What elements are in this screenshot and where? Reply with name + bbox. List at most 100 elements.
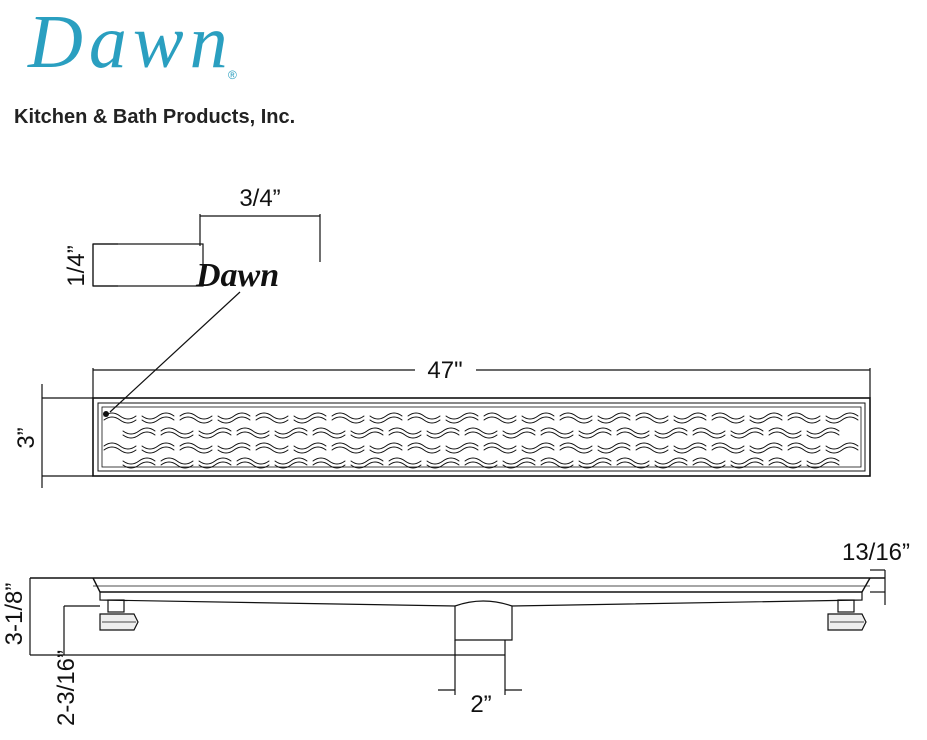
wave-slot-edge [616, 461, 650, 469]
wave-slot [198, 457, 232, 465]
wave-slot [635, 442, 669, 450]
wave-slot-edge [407, 446, 441, 454]
wave-slot-edge [407, 416, 441, 424]
wave-slot-edge [654, 461, 688, 469]
wave-slot-edge [768, 431, 802, 439]
wave-slot-edge [483, 416, 517, 424]
wave-slot-edge [350, 461, 384, 469]
wave-slot-edge [255, 416, 289, 424]
grate-inner-frame [97, 402, 866, 472]
wave-slot [521, 442, 555, 450]
brand-logo: Dawn ® [14, 0, 274, 100]
wave-slot-edge [540, 461, 574, 469]
wave-slot [331, 412, 365, 420]
wave-slot-edge [692, 461, 726, 469]
wave-slot-edge [293, 446, 327, 454]
wave-slot-edge [122, 431, 156, 439]
wave-slot-edge [274, 461, 308, 469]
wave-slot-edge [673, 446, 707, 454]
width-label: 3” [13, 427, 40, 448]
wave-slot [122, 457, 156, 465]
right-foot-bolt [837, 599, 855, 613]
company-name: Kitchen & Bath Products, Inc. [14, 106, 296, 128]
wave-slot [274, 457, 308, 465]
wave-slot [540, 427, 574, 435]
wave-slot-edge [692, 431, 726, 439]
wave-slot-edge [711, 446, 745, 454]
wave-slot-edge [673, 416, 707, 424]
wave-slot [445, 442, 479, 450]
wave-slot [160, 427, 194, 435]
top-view [41, 368, 871, 488]
wave-slot-edge [274, 431, 308, 439]
wave-slot [540, 457, 574, 465]
wave-slot [293, 442, 327, 450]
wave-slot-edge [749, 416, 783, 424]
wave-slot [711, 412, 745, 420]
wave-slot [483, 412, 517, 420]
wave-slot-edge [103, 416, 137, 424]
wave-slot-edge [312, 461, 346, 469]
wave-slot [141, 442, 175, 450]
wave-slot [521, 412, 555, 420]
wave-slot [483, 442, 517, 450]
wave-slot-edge [312, 431, 346, 439]
wave-slot [730, 457, 764, 465]
wave-slot [407, 412, 441, 420]
wave-slot [673, 442, 707, 450]
wave-slot [236, 427, 270, 435]
wave-slot [464, 427, 498, 435]
plate-logo-text: Dawn [195, 257, 279, 294]
wave-slot [749, 442, 783, 450]
wave-slot [673, 412, 707, 420]
wave-slot-edge [768, 461, 802, 469]
wave-slot-edge [483, 446, 517, 454]
wave-slot [179, 412, 213, 420]
leader-line [109, 291, 241, 413]
side-flange [92, 577, 871, 593]
wave-slot [806, 427, 840, 435]
wave-slot [141, 412, 175, 420]
wave-slot [597, 442, 631, 450]
wave-slot-edge [711, 416, 745, 424]
wave-slot [502, 427, 536, 435]
wave-slot-edge [388, 461, 422, 469]
wave-slot [654, 457, 688, 465]
wave-slot-edge [730, 461, 764, 469]
wave-slot [369, 412, 403, 420]
grate-pattern-area [101, 406, 862, 468]
wave-slot-edge [198, 431, 232, 439]
wave-slot [369, 442, 403, 450]
wave-slot-edge [806, 461, 840, 469]
wave-slot [597, 412, 631, 420]
length-label: 47" [427, 357, 462, 384]
wave-slot-edge [331, 416, 365, 424]
wave-slot-edge [236, 431, 270, 439]
wave-slot [407, 442, 441, 450]
wave-slot [825, 412, 859, 420]
wave-slot-edge [236, 461, 270, 469]
wave-slot [825, 442, 859, 450]
wave-slot-edge [806, 431, 840, 439]
wave-slot [350, 427, 384, 435]
wave-slot [559, 412, 593, 420]
wave-slot [293, 412, 327, 420]
side-view [29, 569, 886, 695]
wave-slot-edge [559, 416, 593, 424]
wave-slot-edge [426, 431, 460, 439]
wave-slot-edge [502, 431, 536, 439]
wave-slot [692, 427, 726, 435]
wave-slot [635, 412, 669, 420]
wave-slot [426, 457, 460, 465]
wave-slot-edge [635, 416, 669, 424]
wave-slot [616, 457, 650, 465]
wave-slot [768, 427, 802, 435]
wave-slot-edge [787, 416, 821, 424]
logo-wordmark: Dawn [28, 0, 234, 84]
wave-slot-edge [141, 416, 175, 424]
plate-height-label: 1/4” [63, 245, 90, 286]
wave-slot-edge [597, 446, 631, 454]
wave-slot-edge [559, 446, 593, 454]
wave-slot-edge [141, 446, 175, 454]
left-foot-bolt [107, 599, 125, 613]
